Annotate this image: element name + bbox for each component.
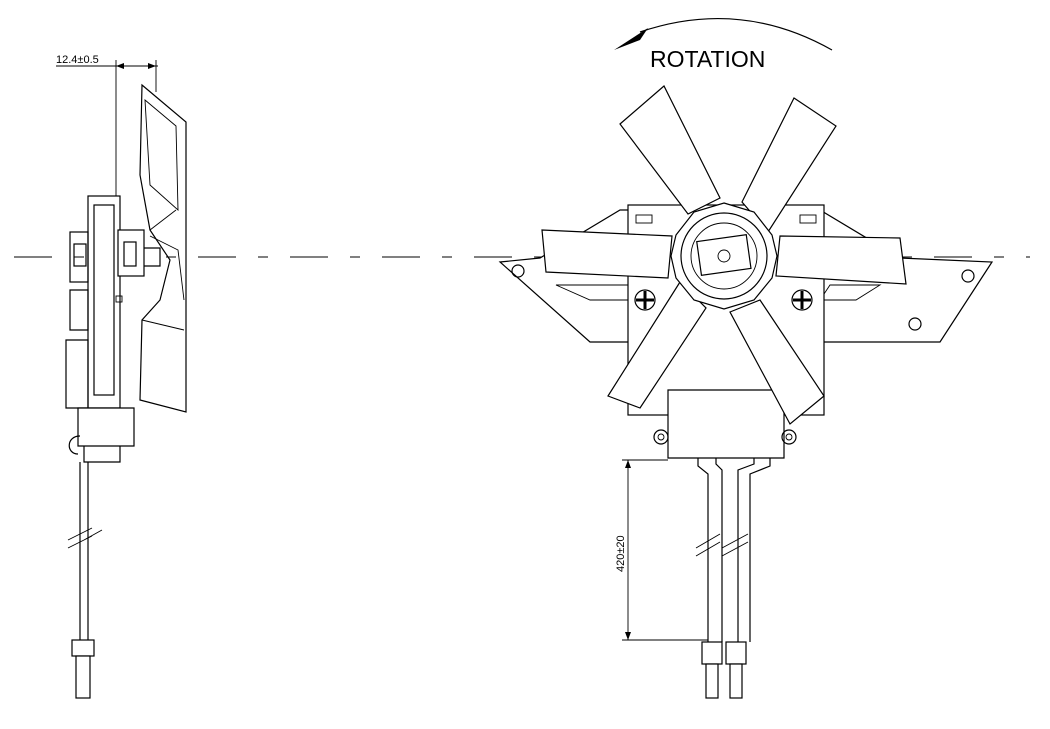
fan-blades <box>541 85 907 425</box>
front-cables <box>695 458 771 699</box>
rotation-arc <box>639 17 833 51</box>
front-connector-right <box>725 641 747 665</box>
side-dimension: 12.4±0.5 <box>56 54 158 200</box>
hub-nut <box>696 234 752 277</box>
side-view: 12.4±0.5 <box>56 54 187 699</box>
side-shaft-block <box>117 229 145 277</box>
fan-blade <box>619 85 721 215</box>
terminal-screw-right-icon <box>781 429 797 445</box>
cable-dimension-label: 420±20 <box>615 535 627 572</box>
front-view: ROTATION <box>498 17 994 699</box>
side-dimension-label: 12.4±0.5 <box>56 54 99 66</box>
front-connector-left <box>701 641 723 665</box>
rotation-label: ROTATION <box>650 46 765 72</box>
fan-blade <box>541 229 673 279</box>
fan-blade <box>729 299 825 425</box>
rotation-arrow-icon <box>614 28 648 50</box>
side-motor-housing <box>87 195 121 409</box>
fan-blade <box>775 235 907 285</box>
terminal-screw-left-icon <box>653 429 669 445</box>
side-shaft <box>144 247 161 267</box>
terminal-block <box>667 389 785 459</box>
side-cable-hook <box>68 435 81 455</box>
side-fan-blade <box>139 83 187 413</box>
cable-dimension: 420±20 <box>615 459 708 641</box>
side-cable <box>79 462 89 640</box>
fan-hub <box>670 202 778 310</box>
mount-screw-left-icon <box>634 289 656 311</box>
side-bracket <box>77 407 135 447</box>
side-connector <box>71 639 95 657</box>
mount-screw-right-icon <box>791 289 813 311</box>
